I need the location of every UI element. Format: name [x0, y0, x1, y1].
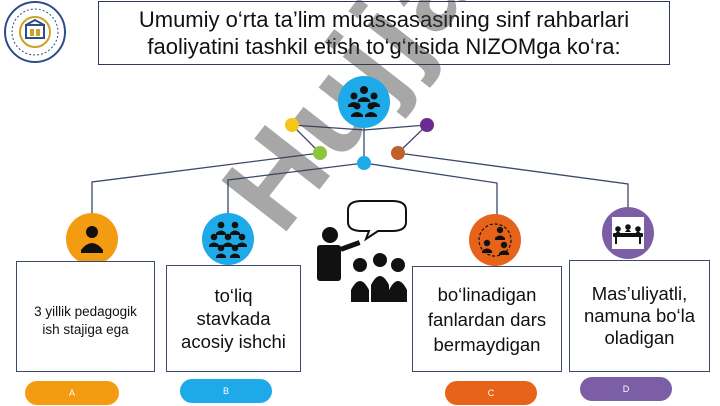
label-pill-b[interactable]: B [180, 379, 272, 403]
dot-violet [420, 118, 434, 132]
label-d: D [622, 384, 630, 394]
card-c-line-1: bo‘linadigan [437, 283, 537, 305]
page-title: Umumiy o‘rta ta’lim muassasasining sinf … [98, 1, 670, 65]
card-d-line-3: oladigan [604, 327, 675, 348]
title-line-2: faoliyatini tashkil etish to‘g‘risida NI… [147, 34, 621, 59]
card-d-line-1: Mas’uliyatli, [591, 283, 688, 304]
card-a-line-1: 3 yillik pedagogik [34, 303, 137, 319]
title-line-1: Umumiy o‘rta ta’lim muassasasining sinf … [138, 7, 630, 32]
network-icon [469, 214, 521, 266]
label-a: A [68, 388, 75, 398]
criterion-card-c: bo‘linadigan fanlardan dars bermaydigan [412, 266, 562, 372]
teacher-students-icon [317, 200, 407, 302]
team-icon [202, 213, 254, 265]
label-pill-d[interactable]: D [580, 377, 672, 401]
criterion-card-d: Mas’uliyatli, namuna bo‘la oladigan [569, 260, 710, 372]
meeting-icon [602, 207, 654, 259]
card-a-line-2: ish stajiga ega [42, 321, 129, 337]
dot-blue [357, 156, 371, 170]
group-icon [338, 76, 390, 128]
label-pill-a[interactable]: A [25, 381, 119, 405]
label-b: B [222, 386, 229, 396]
dot-yellow [285, 118, 299, 132]
dot-green [313, 146, 327, 160]
label-c: C [487, 388, 495, 398]
criterion-card-b: to‘liq stavkada acosiy ishchi [166, 265, 301, 372]
person-icon [66, 213, 118, 265]
card-b-line-3: acosiy ishchi [181, 331, 286, 352]
school-logo-icon [4, 1, 66, 63]
dot-brown [391, 146, 405, 160]
card-b-line-2: stavkada [196, 308, 271, 329]
card-c-line-2: fanlardan dars [427, 308, 547, 330]
card-b-line-1: to‘liq [214, 285, 253, 306]
card-c-line-3: bermaydigan [433, 333, 541, 355]
label-pill-c[interactable]: C [445, 381, 537, 405]
criterion-card-a: 3 yillik pedagogik ish stajiga ega [16, 261, 155, 372]
card-d-line-2: namuna bo‘la [583, 305, 696, 326]
